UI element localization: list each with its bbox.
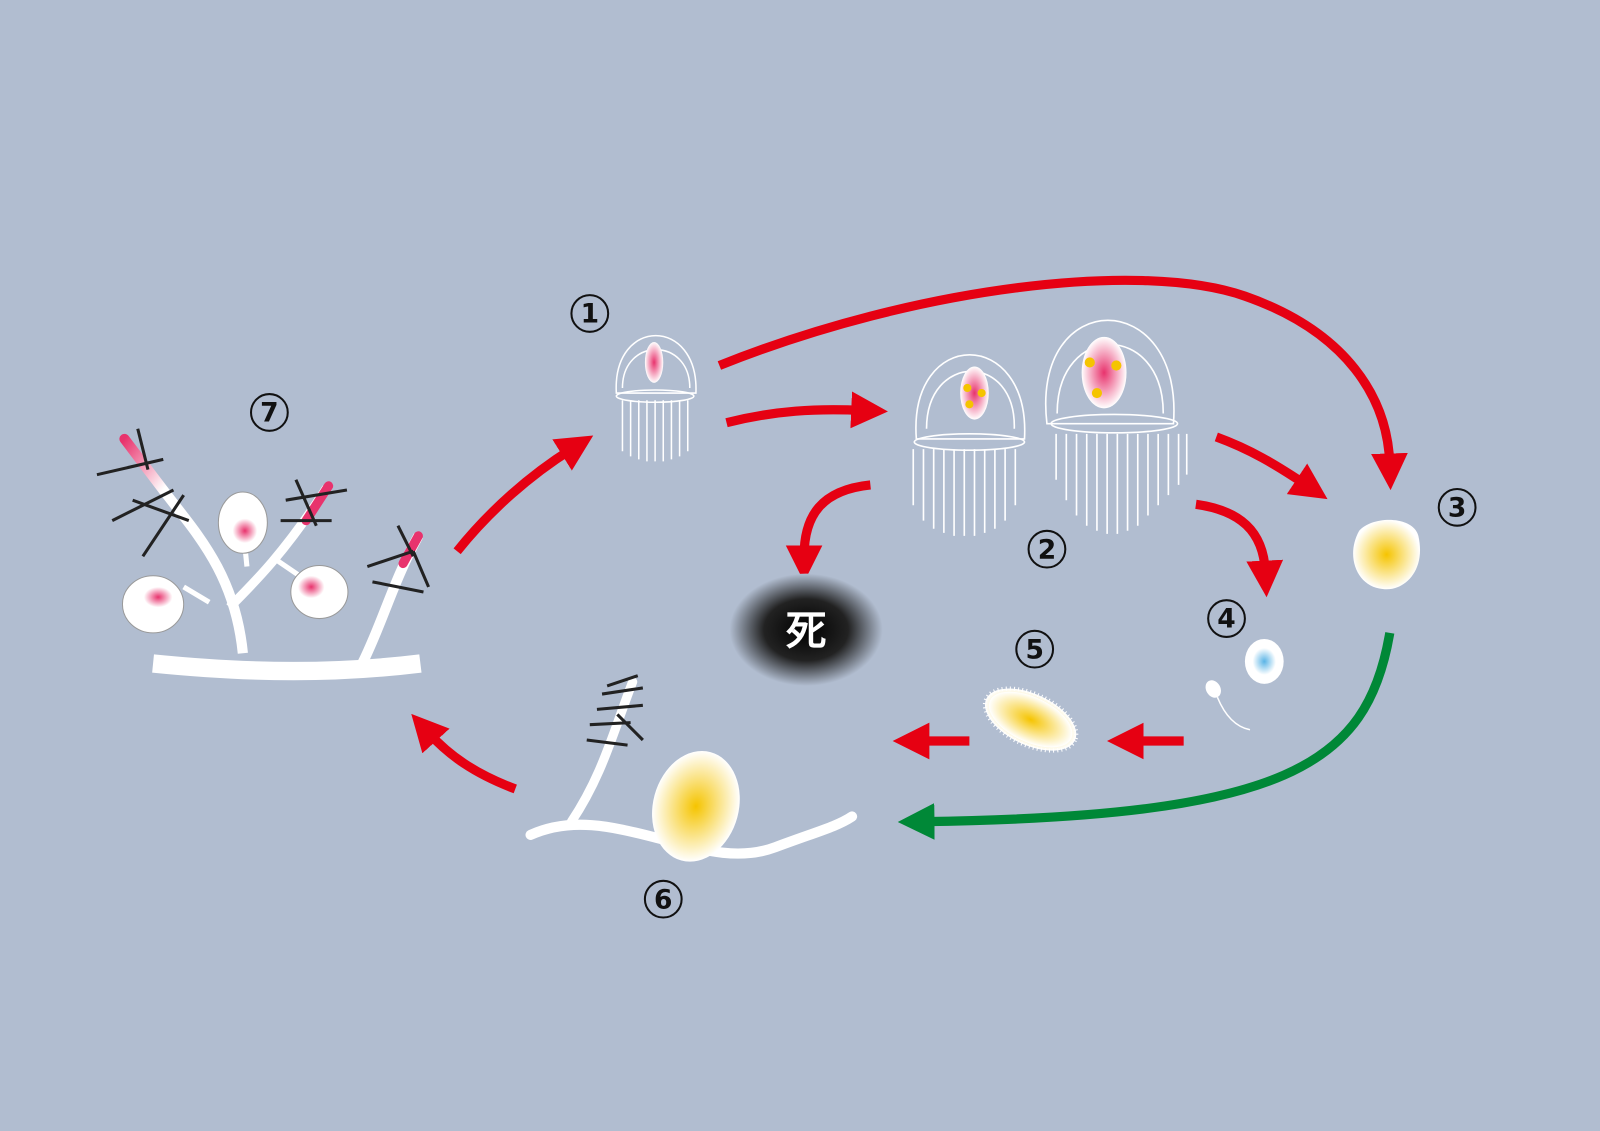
stage-1-label: 1: [581, 299, 599, 330]
stage-3-label: 3: [1448, 493, 1466, 524]
stage-labels: [250, 294, 1477, 919]
arrow-1-to-2: [725, 391, 888, 429]
fertilized-egg: [1353, 519, 1421, 590]
arrow-2-to-3: [1214, 432, 1328, 500]
arrow-6-to-7: [411, 713, 517, 794]
stage-5-label: 5: [1025, 634, 1043, 665]
small-medusa: [615, 334, 697, 462]
egg-and-sperm: [1205, 638, 1284, 731]
stage-2-label: 2: [1038, 534, 1056, 565]
arrow-1-to-3: [717, 275, 1408, 491]
stage-6-label: 6: [654, 884, 672, 915]
polyp-colony: [96, 428, 430, 681]
death-symbol: 死: [729, 573, 883, 686]
stage-4-label: 4: [1217, 604, 1235, 635]
mature-medusa-small: [912, 354, 1026, 536]
arrow-3-to-6: [897, 632, 1395, 840]
arrow-2-to-death: [785, 480, 871, 583]
stage-7-label: 7: [260, 398, 278, 429]
settled-polyp: [525, 674, 858, 862]
arrow-2-to-4: [1195, 499, 1284, 598]
planula-larva: [982, 686, 1079, 753]
mature-medusa-large: [1044, 319, 1188, 534]
arrows: [411, 275, 1408, 840]
arrow-7-to-1: [453, 435, 594, 555]
death-label: 死: [786, 607, 827, 655]
